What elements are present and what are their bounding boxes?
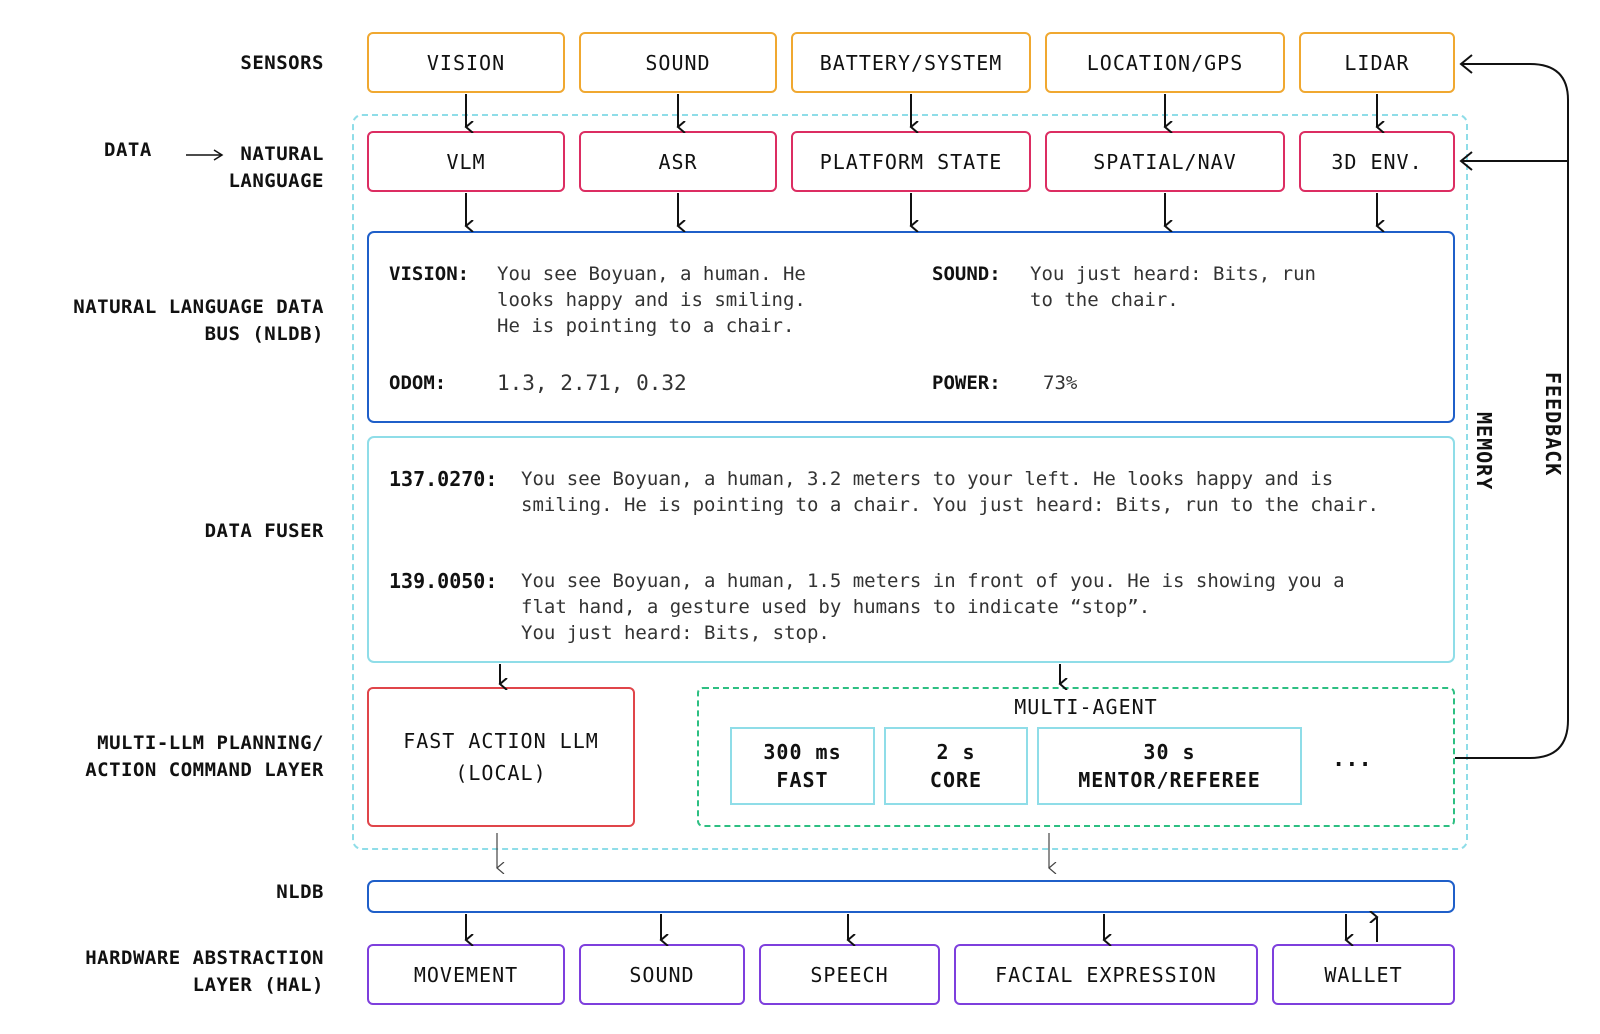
sensor-location-gps: LOCATION/GPS — [1045, 32, 1285, 93]
fast-action-llm-box: FAST ACTION LLM (LOCAL) — [367, 687, 635, 827]
odom-key: ODOM: — [389, 372, 447, 394]
hal-speech: SPEECH — [759, 944, 940, 1005]
natural-language-data-bus: VISION: You see Boyuan, a human. He look… — [367, 231, 1455, 423]
sensor-battery-system: BATTERY/SYSTEM — [791, 32, 1031, 93]
sensor-vision: VISION — [367, 32, 565, 93]
layer-label-natural-language-2: LANGUAGE — [228, 170, 324, 192]
sound-text: You just heard: Bits, run to the chair. — [1030, 263, 1316, 311]
agent-fast: 300 ms FAST — [730, 727, 875, 805]
power-key: POWER: — [932, 372, 1001, 394]
layer-label-nldb-2: BUS (NLDB) — [204, 323, 324, 345]
layer-label-planning-1: MULTI-LLM PLANNING/ — [97, 732, 324, 754]
fast-action-subtitle: (LOCAL) — [455, 761, 547, 785]
agent-core-role: CORE — [929, 768, 983, 792]
processor-asr: ASR — [579, 131, 777, 192]
hal-wallet: WALLET — [1272, 944, 1455, 1005]
agent-fast-role: FAST — [776, 768, 829, 792]
layer-label-data-fuser: DATA FUSER — [204, 520, 324, 542]
fuser-entry1-text: You see Boyuan, a human, 3.2 meters to y… — [521, 468, 1379, 516]
memory-label: MEMORY — [1472, 412, 1496, 491]
processor-vlm: VLM — [367, 131, 565, 192]
hal-sound: SOUND — [579, 944, 745, 1005]
vision-text: You see Boyuan, a human. He looks happy … — [497, 263, 806, 337]
agent-ellipsis: ... — [1332, 747, 1372, 772]
sensor-lidar: LIDAR — [1299, 32, 1455, 93]
agent-fast-time: 300 ms — [763, 740, 842, 764]
hal-movement: MOVEMENT — [367, 944, 565, 1005]
data-fuser-box: 137.0270: You see Boyuan, a human, 3.2 m… — [367, 436, 1455, 663]
agent-core: 2 s CORE — [884, 727, 1028, 805]
layer-label-data: DATA — [104, 139, 152, 161]
vision-key: VISION: — [389, 263, 470, 285]
agent-mentor-role: MENTOR/REFEREE — [1078, 768, 1261, 792]
multi-agent-title: MULTI-AGENT — [1014, 695, 1158, 719]
power-text: 73% — [1043, 372, 1078, 394]
fuser-entry2-time: 139.0050: — [389, 569, 498, 593]
fuser-entry2-text: You see Boyuan, a human, 1.5 meters in f… — [521, 570, 1345, 644]
layer-label-nldb-1: NATURAL LANGUAGE DATA — [73, 296, 324, 318]
layer-label-planning-2: ACTION COMMAND LAYER — [85, 759, 324, 781]
feedback-label: FEEDBACK — [1541, 372, 1565, 477]
processor-platform-state: PLATFORM STATE — [791, 131, 1031, 192]
processor-3d-env: 3D ENV. — [1299, 131, 1455, 192]
layer-label-hal-1: HARDWARE ABSTRACTION — [85, 947, 324, 969]
multi-agent-box: MULTI-AGENT 300 ms FAST 2 s CORE 30 s ME… — [697, 687, 1455, 827]
bus-to-hal-arrows — [466, 914, 1377, 942]
layer-label-nldb-short: NLDB — [276, 881, 324, 903]
agent-mentor-time: 30 s — [1143, 740, 1196, 764]
sound-key: SOUND: — [932, 263, 1001, 285]
layer-label-sensors: SENSORS — [240, 52, 324, 74]
fuser-entry1-time: 137.0270: — [389, 467, 498, 491]
hal-facial-expression: FACIAL EXPRESSION — [954, 944, 1258, 1005]
fast-action-title: FAST ACTION LLM — [403, 729, 599, 753]
agent-mentor-referee: 30 s MENTOR/REFEREE — [1037, 727, 1302, 805]
processor-spatial-nav: SPATIAL/NAV — [1045, 131, 1285, 192]
layer-label-natural-language-1: NATURAL — [240, 143, 324, 165]
layer-label-hal-2: LAYER (HAL) — [192, 974, 324, 996]
odom-text: 1.3, 2.71, 0.32 — [497, 371, 687, 395]
sensor-sound: SOUND — [579, 32, 777, 93]
agent-core-time: 2 s — [936, 740, 976, 764]
nldb-bus-bar — [367, 880, 1455, 913]
